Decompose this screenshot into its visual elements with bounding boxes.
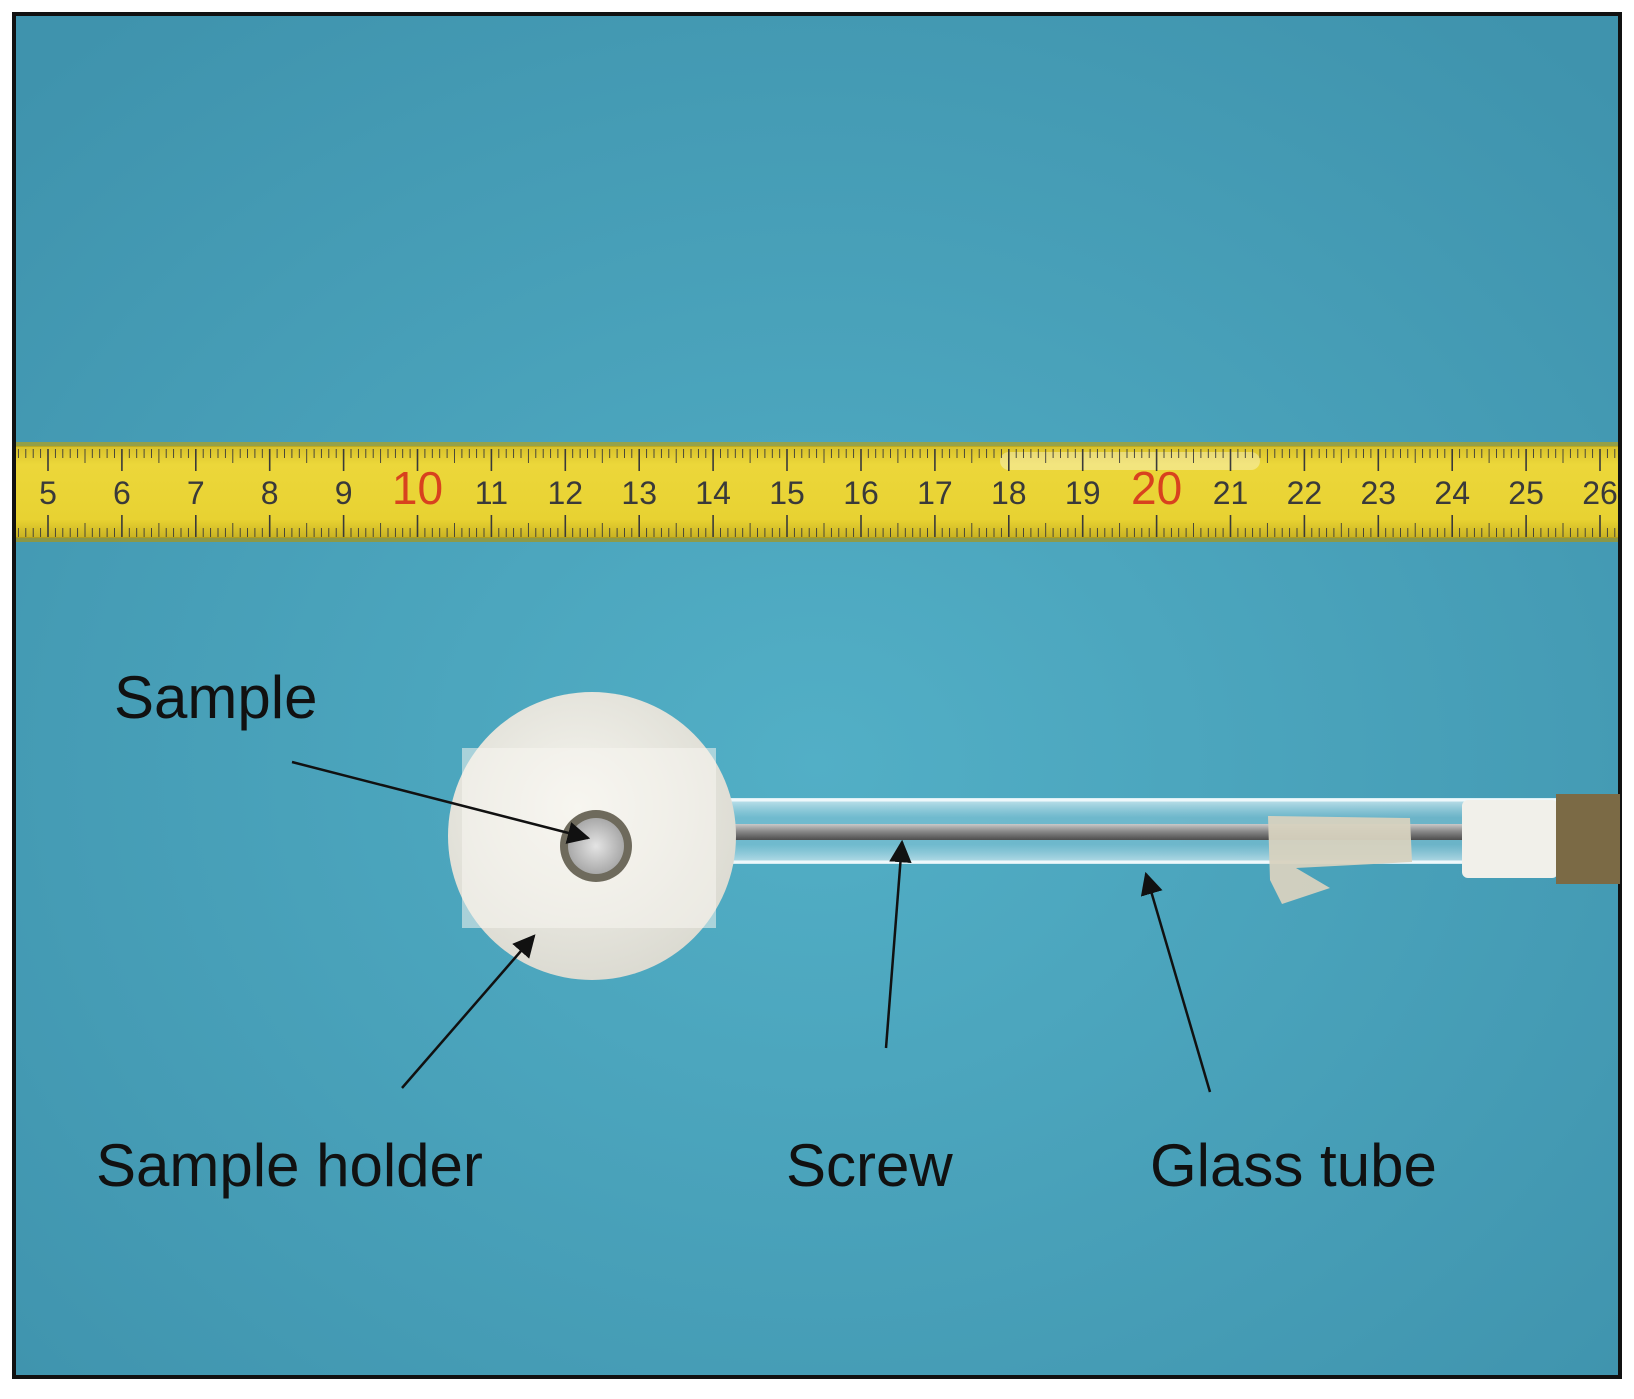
annotation-arrows	[291, 760, 1212, 1093]
tape-number: 24	[1434, 475, 1470, 511]
tape-numbers: 5 6 7 8 9 10 11 12 13 14 15 16 17 18 19 20 21 22 23 24 25 26	[39, 462, 1618, 514]
tape-number: 8	[261, 475, 279, 511]
tape-glare	[1000, 452, 1260, 470]
metal-fitting	[1556, 794, 1620, 884]
sample-arrow	[291, 760, 591, 844]
tape-number: 20	[1131, 462, 1182, 514]
tape-number: 12	[548, 475, 584, 511]
tape-number: 23	[1361, 475, 1397, 511]
tape-number: 9	[335, 475, 353, 511]
tape-number: 16	[843, 475, 879, 511]
white-spacer	[1462, 800, 1558, 878]
tape-number: 18	[991, 475, 1027, 511]
label-sample-holder: Sample holder	[96, 1132, 483, 1199]
tape-number: 26	[1582, 475, 1618, 511]
label-screw: Screw	[786, 1132, 953, 1199]
tape-number: 17	[917, 475, 953, 511]
tape-number: 11	[475, 475, 508, 511]
tape-number: 10	[392, 462, 443, 514]
tape-number: 21	[1213, 475, 1249, 511]
figure-frame	[12, 12, 1622, 1379]
tape-number: 25	[1508, 475, 1544, 511]
tape-bottom-edge	[16, 537, 1618, 542]
label-sample: Sample	[114, 664, 317, 731]
tape-number: 14	[695, 475, 731, 511]
tape-number: 13	[621, 475, 657, 511]
tape-number: 15	[769, 475, 805, 511]
glass-tube-assembly	[715, 794, 1620, 904]
sample-holder	[448, 692, 736, 980]
tape-number: 6	[113, 475, 131, 511]
tape-number: 7	[187, 475, 205, 511]
measuring-tape: 5 6 7 8 9 10 11 12 13 14 15 16 17 18 19 20 21 22 23 24 25 26	[16, 442, 1618, 542]
screw-arrow	[884, 839, 912, 1049]
label-glass-tube: Glass tube	[1150, 1132, 1437, 1199]
tape-number: 19	[1065, 475, 1101, 511]
annotation-labels: Sample Sample holder Screw Glass tube	[96, 664, 1437, 1199]
tape-number: 5	[39, 475, 57, 511]
sample-disc	[568, 818, 624, 874]
tape-ticks	[17, 449, 1616, 537]
blue-background	[14, 14, 1620, 1377]
tape-wrap	[1268, 816, 1412, 904]
glass-tube-arrow	[1140, 871, 1212, 1093]
tape-body	[16, 446, 1618, 538]
sample-holder-arrow	[401, 934, 536, 1089]
tape-number: 22	[1287, 475, 1323, 511]
tape-top-edge	[16, 442, 1618, 447]
